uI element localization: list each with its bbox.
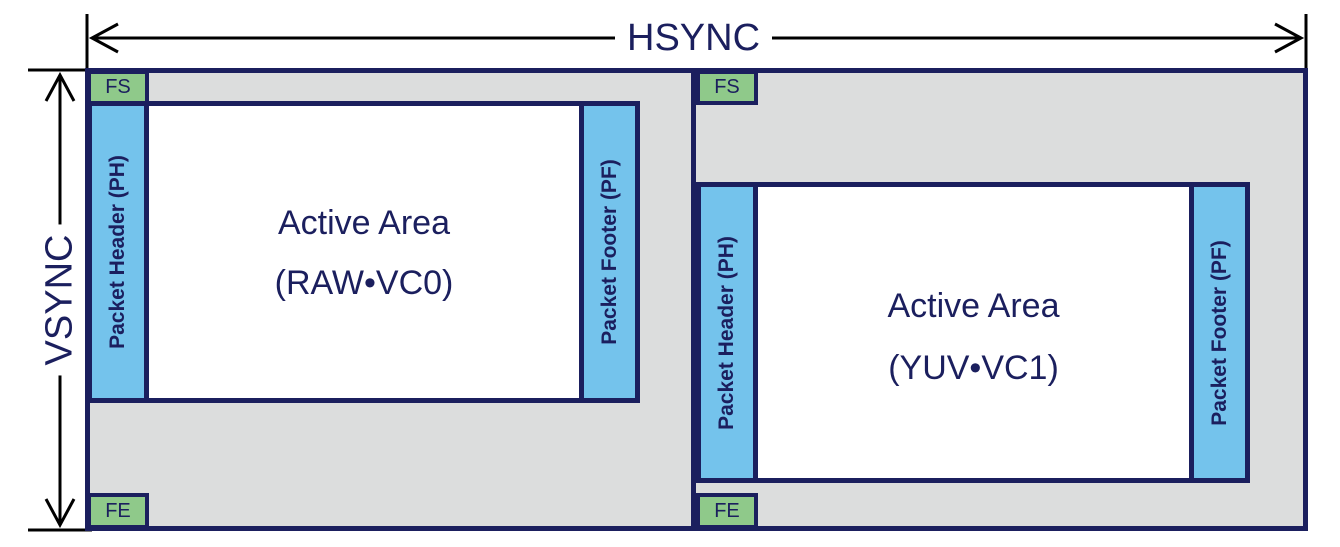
active-area-subtitle: (YUV•VC1) xyxy=(888,349,1059,387)
frame-end-marker: FE xyxy=(87,493,149,529)
frame-start-marker: FS xyxy=(87,70,149,105)
vsync-arrow-top-head xyxy=(44,71,76,102)
packet-footer-bar: Packet Footer (PF) xyxy=(1189,182,1250,483)
frame-start-marker: FS xyxy=(696,70,758,105)
active-area-vc0: Active Area (RAW•VC0) xyxy=(144,101,584,403)
packet-footer-bar: Packet Footer (PF) xyxy=(579,101,640,403)
packet-footer-label: Packet Footer (PF) xyxy=(1207,239,1231,426)
hsync-label: HSYNC xyxy=(615,14,773,62)
packet-header-bar: Packet Header (PH) xyxy=(696,182,758,483)
active-area-title: Active Area xyxy=(887,287,1060,325)
vsync-label-wrapper: VSYNC xyxy=(36,224,84,376)
active-area-subtitle: (RAW•VC0) xyxy=(274,264,454,302)
active-area-title: Active Area xyxy=(278,204,450,242)
vsync-arrow-bottom-head xyxy=(44,498,76,529)
hsync-arrow-left-head xyxy=(88,22,119,54)
packet-header-label: Packet Header (PH) xyxy=(106,155,129,349)
packet-header-label: Packet Header (PH) xyxy=(715,235,738,430)
packet-header-bar: Packet Header (PH) xyxy=(87,101,149,403)
packet-footer-label: Packet Footer (PF) xyxy=(597,159,621,345)
frame-end-marker: FE xyxy=(696,493,758,529)
active-area-vc1: Active Area (YUV•VC1) xyxy=(753,182,1194,483)
vsync-label: VSYNC xyxy=(38,224,82,376)
hsync-arrow-right-head xyxy=(1274,22,1305,54)
